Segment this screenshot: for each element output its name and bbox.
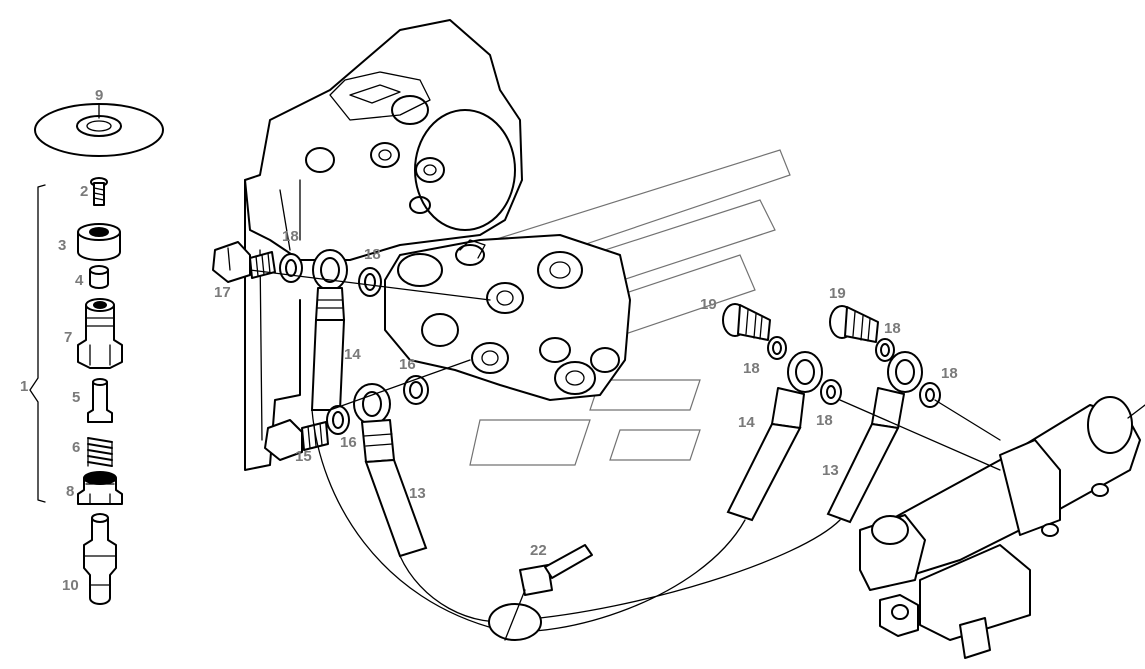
- part-4-sleeve: [89, 265, 109, 289]
- assembly-axis-lines: [249, 269, 1001, 471]
- engine-housing: [244, 19, 523, 471]
- part-19-bolt-right: [829, 305, 879, 343]
- part-15-banjo-bolt: [264, 419, 329, 461]
- callout-19-right: 19: [829, 285, 846, 302]
- washer-16-center: [403, 375, 429, 405]
- callout-18-left: 18: [282, 228, 299, 245]
- washer-18-left: [279, 253, 303, 283]
- callout-8: 8: [66, 483, 74, 500]
- part-10-valve: [83, 513, 117, 605]
- part-14-hose-right: [726, 351, 823, 522]
- callout-2: 2: [80, 183, 88, 200]
- actuator-cylinder: [859, 396, 1145, 659]
- part-3-bushing: [77, 223, 121, 261]
- callout-4: 4: [75, 272, 84, 289]
- part-14-hose-left: [310, 249, 348, 411]
- part-19-bolt-center: [722, 303, 771, 341]
- callout-18-right-top: 18: [884, 320, 901, 337]
- callout-7: 7: [64, 329, 72, 346]
- part-17-banjo-bolt: [212, 241, 276, 283]
- callout-10: 10: [62, 577, 79, 594]
- callout-labels: 1 2 3 4 5 6 7 8 9 10 13 13 14 14 15 16 1…: [20, 87, 958, 594]
- callout-18-center: 18: [364, 246, 381, 263]
- callout-18-center-right-top: 18: [743, 360, 760, 377]
- callout-13-left: 13: [409, 485, 426, 502]
- washers-18-center-right: [767, 336, 842, 405]
- callout-16-center: 16: [399, 356, 416, 373]
- callout-14-left: 14: [344, 346, 361, 363]
- washer-16-left: [326, 405, 350, 435]
- callout-6: 6: [72, 439, 80, 456]
- part-9-cap: [34, 103, 164, 157]
- callout-14-right: 14: [738, 414, 755, 431]
- callout-1: 1: [20, 378, 28, 395]
- part-13-hose-left: [353, 383, 428, 558]
- part-13-hose-right: [826, 351, 923, 524]
- callout-18-center-right-bottom: 18: [816, 412, 833, 429]
- callout-15: 15: [295, 448, 312, 465]
- valve-block: [384, 234, 631, 401]
- part-8-nut: [77, 471, 123, 505]
- callout-5: 5: [72, 389, 80, 406]
- callout-22: 22: [530, 542, 547, 559]
- part-5-pin: [87, 378, 113, 423]
- callout-18-right-bottom: 18: [941, 365, 958, 382]
- bracket-1: [29, 184, 46, 503]
- part-6-spring: [87, 437, 113, 467]
- part-7-body: [77, 298, 123, 369]
- callout-19-center: 19: [700, 296, 717, 313]
- part-22-cable-tie: [488, 544, 593, 641]
- callout-16-left: 16: [340, 434, 357, 451]
- callout-3: 3: [58, 237, 66, 254]
- callout-9: 9: [95, 87, 103, 104]
- washer-18-center: [358, 267, 382, 297]
- washers-18-right: [875, 338, 941, 408]
- callout-17: 17: [214, 284, 231, 301]
- part-2-screw: [90, 177, 108, 206]
- callout-13-right: 13: [822, 462, 839, 479]
